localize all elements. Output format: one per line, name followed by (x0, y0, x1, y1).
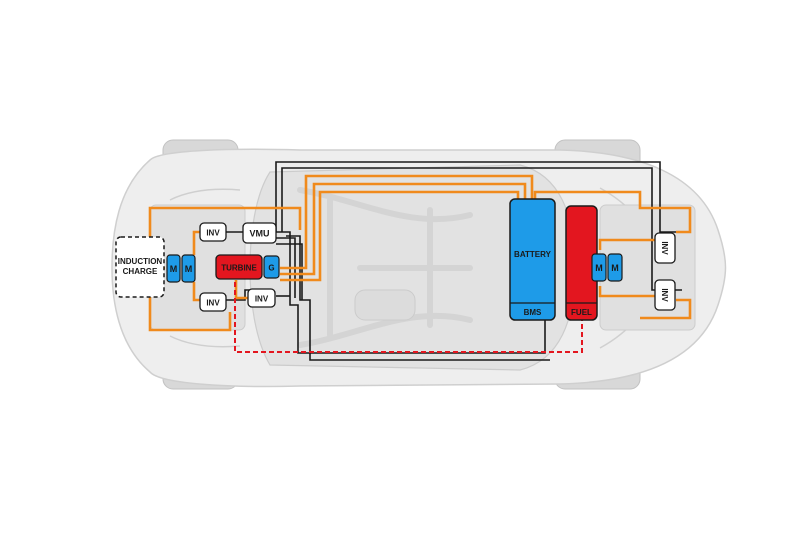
inverter-front-bottom: INV (199, 292, 227, 312)
front-hood-line (169, 188, 241, 348)
seat-left (354, 289, 416, 321)
turbine-label: TURBINE (221, 264, 257, 273)
front-motor-right: M (181, 254, 196, 283)
inverter-rear-top: INV (654, 232, 676, 264)
induction-label-2: CHARGE (123, 267, 158, 276)
battery-box: BATTERY BMS (509, 198, 556, 321)
induction-label-1: INDUCTION (118, 257, 163, 266)
inverter-front-top: INV (199, 222, 227, 242)
vmu-box: VMU (242, 222, 277, 244)
car-body (111, 139, 727, 390)
motor-label: M (185, 264, 193, 274)
induction-charge-box: INDUCTION CHARGE (115, 236, 165, 298)
front-motor-left: M (166, 254, 181, 283)
motor-label: M (611, 263, 619, 273)
rear-motor-left: M (591, 253, 607, 282)
fuel-line (234, 282, 583, 353)
inv-label: INV (660, 241, 669, 255)
battery-label: BATTERY (514, 250, 552, 259)
fuel-label: FUEL (571, 308, 592, 317)
bms-label: BMS (524, 308, 542, 317)
motor-label: M (170, 264, 178, 274)
vmu-label: VMU (250, 229, 270, 239)
turbine-box: TURBINE (215, 254, 263, 280)
inverter-center: INV (247, 288, 276, 308)
chassis-frame (297, 187, 473, 348)
rear-motor-right: M (607, 253, 623, 282)
generator-label: G (268, 264, 274, 273)
power-wires (148, 174, 692, 332)
inv-label: INV (206, 299, 220, 308)
inv-label: INV (255, 295, 269, 304)
motor-label: M (595, 263, 603, 273)
inv-label: INV (660, 288, 669, 302)
inv-label: INV (206, 229, 220, 238)
generator-box: G (263, 255, 280, 279)
inverter-rear-bottom: INV (654, 279, 676, 311)
